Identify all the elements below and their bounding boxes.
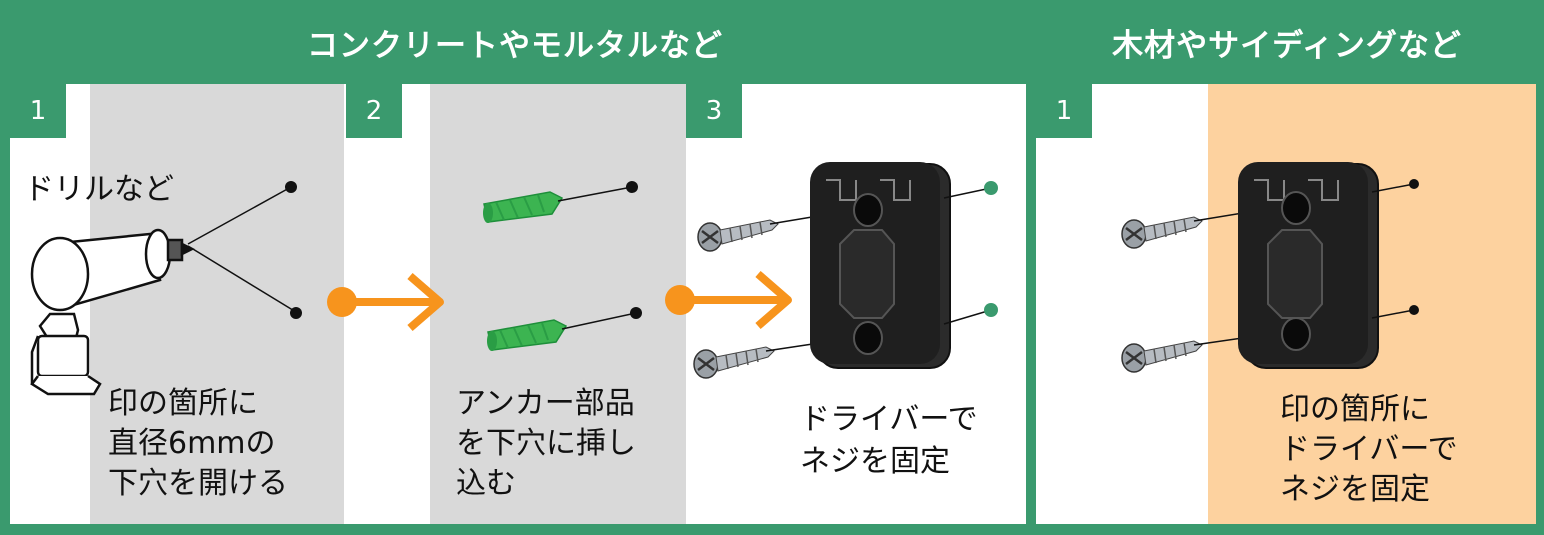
- wood-caption-line3: ネジを固定: [1280, 472, 1430, 507]
- mount-bracket-icon: [810, 162, 951, 369]
- header-concrete: コンクリートやモルタルなど: [307, 27, 723, 64]
- hole-dot-top: [285, 181, 297, 193]
- bracket-pointer-lines: [1371, 183, 1415, 319]
- header-wood: 木材やサイディングなど: [1112, 27, 1462, 64]
- step2-caption-line1: アンカー部品: [456, 386, 635, 421]
- step-number-2: 2: [346, 84, 402, 138]
- anchor-plug-icon: [487, 307, 642, 351]
- mount-bracket-icon: [1238, 162, 1379, 369]
- hole-dot-bottom: [1409, 305, 1419, 315]
- step1-caption-line1: 印の箇所に: [108, 386, 258, 421]
- screw-icon: [693, 335, 867, 379]
- bracket-pointer-lines: [943, 187, 992, 325]
- drill-pointer-lines: [187, 186, 297, 313]
- hole-dot-top: [1409, 179, 1419, 189]
- screw-icon: [1121, 203, 1299, 249]
- wood-caption-line2: ドライバーで: [1280, 432, 1458, 467]
- arrow-right-icon: [665, 270, 792, 330]
- drill-icon: [30, 228, 195, 396]
- step1-caption-line3: 下穴を開ける: [108, 466, 288, 501]
- concrete-panel: 1 2 3: [10, 84, 1026, 524]
- step2-caption-line2: を下穴に挿し: [456, 426, 636, 461]
- arrow-right-icon: [327, 272, 444, 332]
- hole-dot-bottom: [290, 307, 302, 319]
- wood-caption-line1: 印の箇所に: [1280, 392, 1430, 427]
- drill-label: ドリルなど: [24, 172, 174, 207]
- wood-step-number-1: 1: [1036, 84, 1092, 138]
- wood-panel: 1: [1036, 84, 1536, 524]
- hole-dot-top: [984, 181, 998, 195]
- wood-illustrations: [1121, 162, 1419, 373]
- step-number-1: 1: [10, 84, 66, 138]
- wall-area-step1: [90, 84, 344, 524]
- anchor-plug-icon: [483, 181, 638, 223]
- hole-dot-bottom: [984, 303, 998, 317]
- step1-caption-line2: 直径6mmの: [108, 426, 276, 461]
- step3-caption-line2: ネジを固定: [800, 444, 950, 479]
- step2-caption-line3: 込む: [456, 466, 516, 501]
- concrete-illustrations: [30, 162, 998, 396]
- wall-area-step2: [430, 84, 686, 524]
- step3-caption-line1: ドライバーで: [800, 402, 978, 437]
- step-number-3: 3: [686, 84, 742, 138]
